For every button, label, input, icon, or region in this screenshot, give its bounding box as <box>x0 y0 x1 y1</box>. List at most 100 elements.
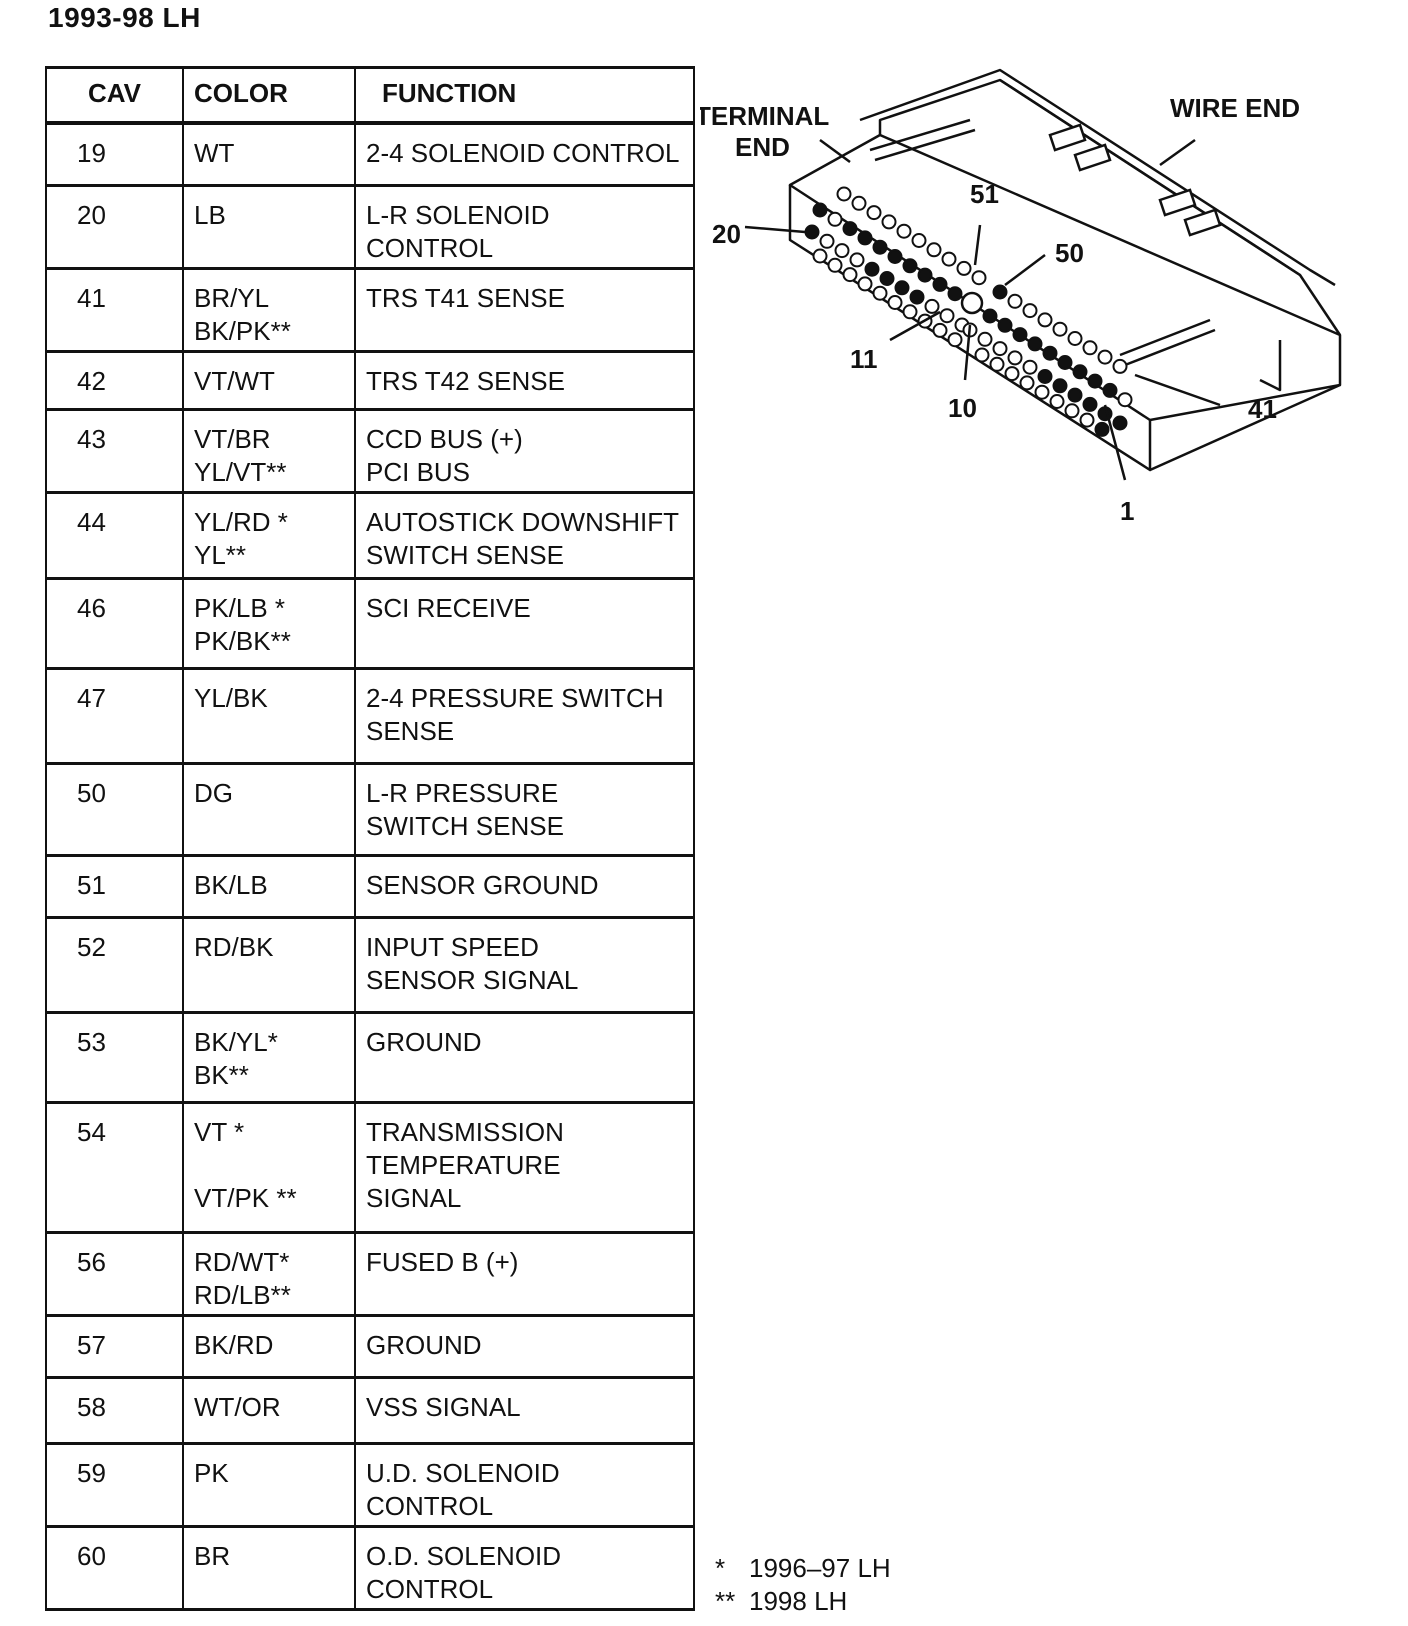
connector-pin <box>1004 366 1020 382</box>
function-cell-value: SENSOR GROUND <box>354 855 695 919</box>
connector-pin <box>842 267 858 283</box>
connector-pin <box>977 331 993 347</box>
function-cell-value: U.D. SOLENOID CONTROL <box>354 1443 695 1528</box>
connector-pin <box>902 258 918 274</box>
function-cell-value: CCD BUS (+) PCI BUS <box>354 409 695 494</box>
footnote-mark: ** <box>715 1586 736 1616</box>
cav-cell-value: 44 <box>45 492 184 580</box>
connector-pin <box>849 252 865 268</box>
color-cell-value: DG <box>182 763 356 857</box>
connector-pin <box>1112 358 1128 374</box>
connector-pin <box>971 270 987 286</box>
color-cell-value: RD/WT* RD/LB** <box>182 1232 356 1317</box>
pin-label-50: 50 <box>1055 238 1084 268</box>
pin-label-51: 51 <box>970 179 999 209</box>
color-cell-value: VT * VT/PK ** <box>182 1102 356 1234</box>
connector-pin <box>887 295 903 310</box>
connector-pin <box>932 276 948 292</box>
connector-pin <box>992 284 1008 300</box>
cav-cell-value: 59 <box>45 1443 184 1528</box>
connector-pin <box>1022 359 1038 375</box>
color-cell-value: BK/LB <box>182 855 356 919</box>
connector-pin <box>947 286 963 302</box>
pin-label-10: 10 <box>948 393 977 423</box>
connector-pin <box>812 248 828 264</box>
function-cell-value: L-R SOLENOID CONTROL <box>354 185 695 270</box>
footnote-text: 1996–97 LH <box>749 1553 891 1583</box>
connector-pin <box>834 243 850 259</box>
function-cell-value: INPUT SPEED SENSOR SIGNAL <box>354 917 695 1014</box>
pin-label-1: 1 <box>1120 496 1134 526</box>
color-cell-value: PK <box>182 1443 356 1528</box>
leader-lines <box>744 138 1221 481</box>
connector-pin <box>872 285 888 301</box>
center-stud <box>960 291 984 315</box>
connector-pin <box>804 224 820 240</box>
connector-pin <box>982 308 998 324</box>
pin-label-41: 41 <box>1248 394 1277 424</box>
cav-cell-value: 54 <box>45 1102 184 1234</box>
connector-pin <box>909 289 925 305</box>
cav-cell-value: 41 <box>45 268 184 353</box>
cav-cell-value: 47 <box>45 668 184 765</box>
footnote-text: 1998 LH <box>749 1586 848 1616</box>
connector-pin <box>1052 378 1068 394</box>
connector-pin <box>1027 336 1043 352</box>
function-cell-value: O.D. SOLENOID CONTROL <box>354 1526 695 1611</box>
color-cell-value: WT/OR <box>182 1377 356 1445</box>
connector-pin <box>939 308 955 324</box>
connector-pin <box>1022 303 1038 319</box>
terminal-end-label-line2: END <box>735 132 790 162</box>
connector-pin <box>956 260 972 276</box>
function-cell-value: TRS T42 SENSE <box>354 351 695 411</box>
connector-pin <box>1049 394 1065 409</box>
function-cell-value: TRANSMISSION TEMPERATURE SIGNAL <box>354 1102 695 1234</box>
connector-pin <box>1079 412 1095 428</box>
cav-cell-value: 20 <box>45 185 184 270</box>
connector-pin <box>812 202 828 218</box>
connector-pin <box>989 356 1005 372</box>
color-cell-value: LB <box>182 185 356 270</box>
cav-cell-value: 58 <box>45 1377 184 1445</box>
function-cell-value: GROUND <box>354 1315 695 1379</box>
diagram-labels: TERMINAL END WIRE END 20 51 50 11 10 41 … <box>700 93 1300 526</box>
connector-pin <box>1034 384 1050 400</box>
connector-pin <box>902 304 918 320</box>
cav-cell-value: 43 <box>45 409 184 494</box>
connector-pin <box>1037 369 1053 384</box>
connector-pin <box>857 230 873 246</box>
connector-pin <box>1117 392 1133 408</box>
color-cell-value: VT/WT <box>182 351 356 411</box>
connector-pin <box>1087 373 1103 389</box>
connector-pin <box>827 257 843 273</box>
connector-pin <box>997 317 1013 333</box>
connector-pin <box>932 322 948 338</box>
connector-pin <box>1102 382 1118 398</box>
connector-body <box>788 68 1342 472</box>
connector-latches <box>1048 123 1222 237</box>
cav-cell-value: 50 <box>45 763 184 857</box>
footnote-mark: * <box>715 1553 726 1583</box>
function-cell-value: TRS T41 SENSE <box>354 268 695 353</box>
connector-pin <box>1072 364 1088 380</box>
footnotes: * 1996–97 LH ** 1998 LH <box>715 1552 891 1618</box>
table-header-row: CAV COLOR FUNCTION <box>45 66 695 125</box>
connector-pin <box>866 205 882 221</box>
connector-pin <box>1082 396 1098 412</box>
connector-pin <box>992 341 1008 357</box>
connector-diagram: TERMINAL END WIRE END 20 51 50 11 10 41 … <box>700 68 1342 526</box>
function-cell-value: AUTOSTICK DOWNSHIFT SWITCH SENSE <box>354 492 695 580</box>
